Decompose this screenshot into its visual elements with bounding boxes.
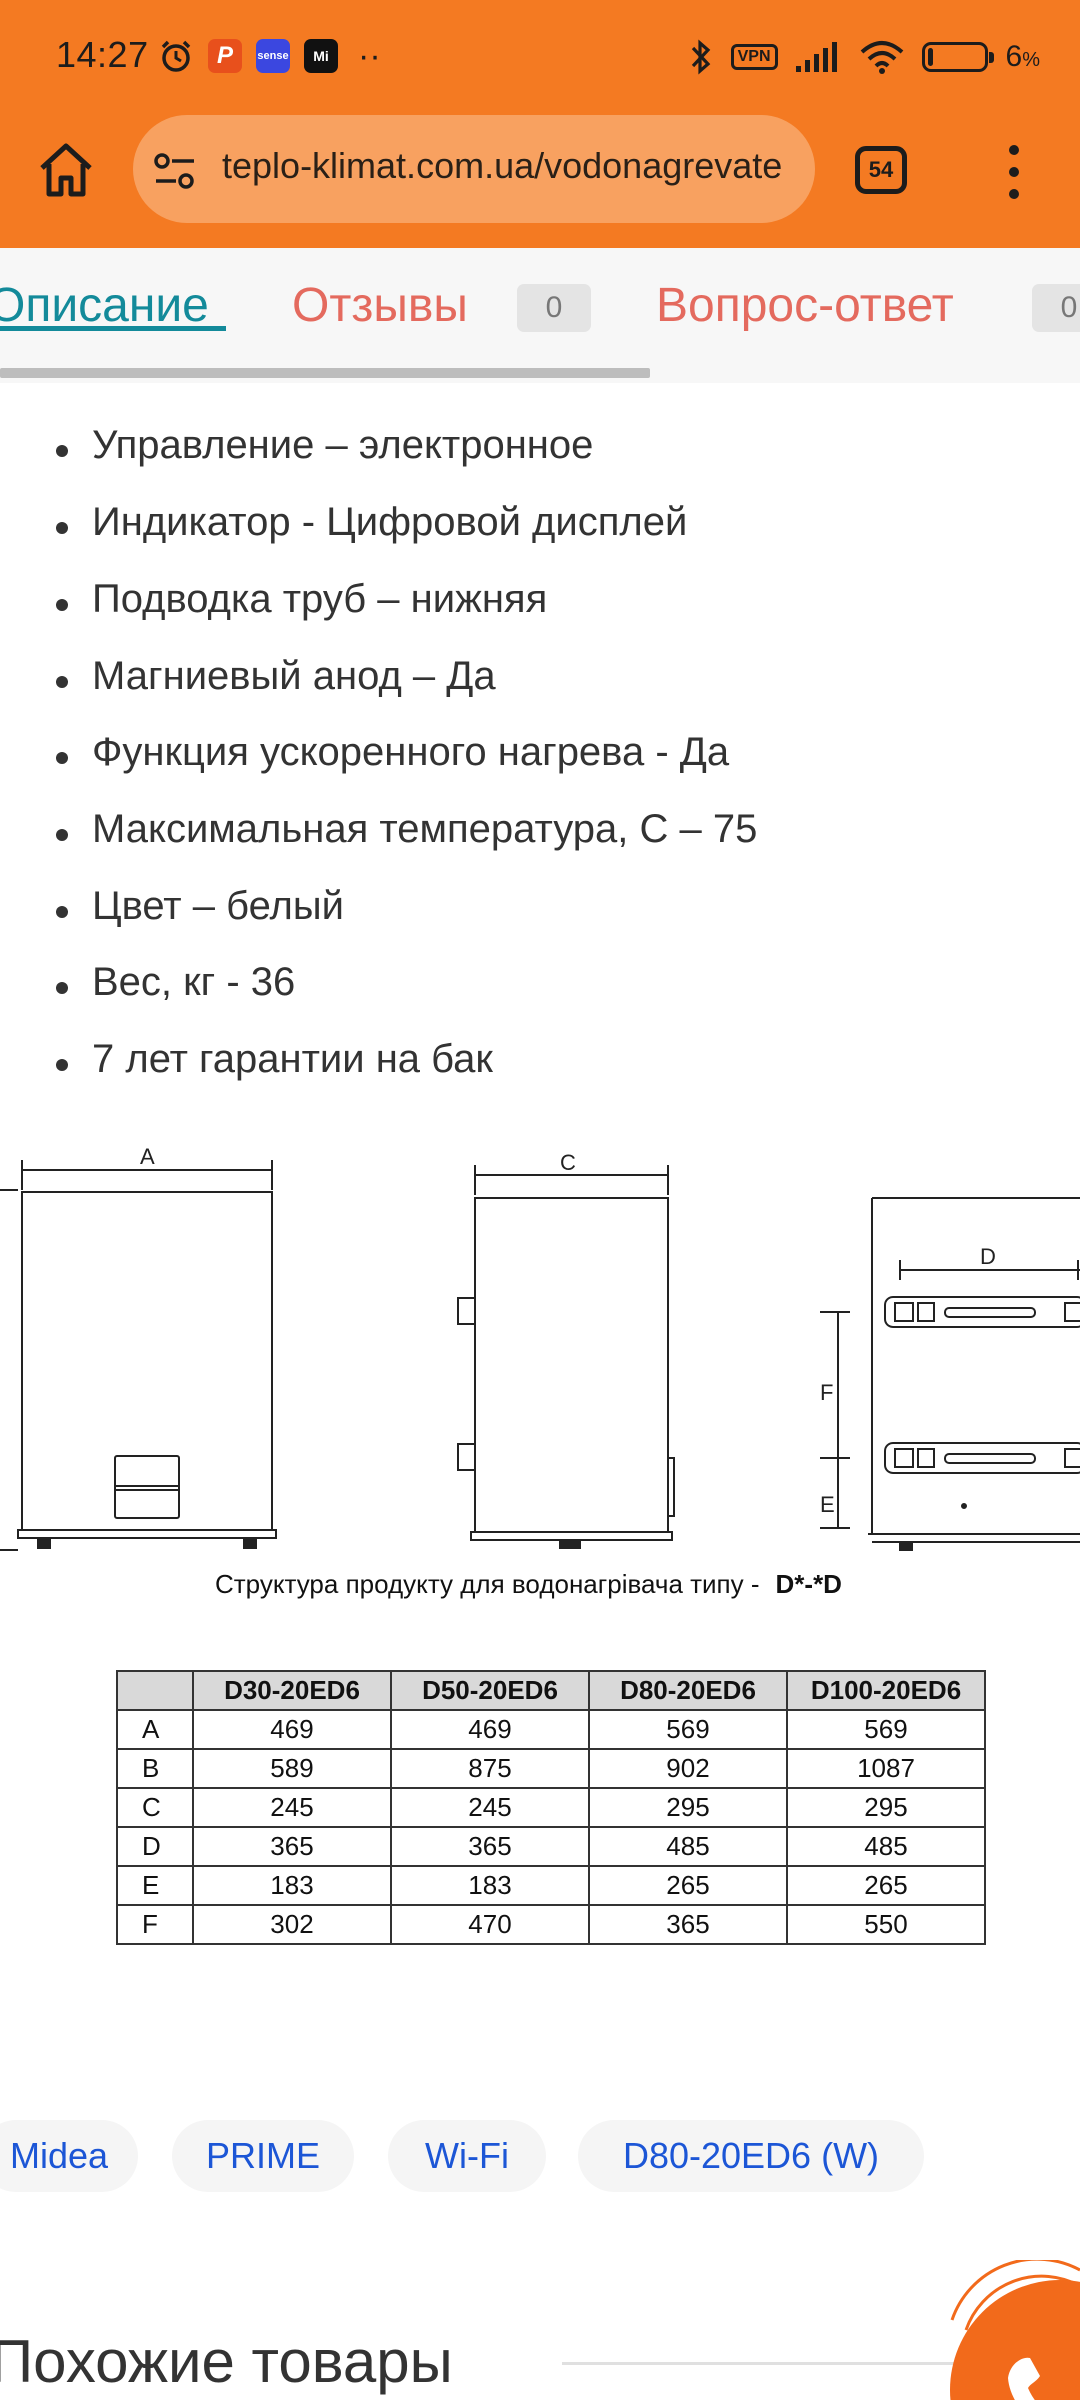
table-cell: 302	[192, 1904, 392, 1945]
more-notifications-icon: ··	[358, 37, 381, 75]
call-button[interactable]	[930, 2260, 1080, 2400]
tab-reviews[interactable]: Отзывы	[292, 279, 468, 332]
alarm-icon	[161, 40, 191, 72]
spec-item: Подводка труб – нижняя	[55, 577, 548, 621]
status-time: 14:27	[56, 34, 149, 75]
table-cell: 485	[588, 1826, 788, 1867]
dimension-label-a: A	[140, 1144, 155, 1169]
home-icon[interactable]	[34, 138, 98, 202]
table-cell: 569	[786, 1709, 986, 1750]
table-cell: 365	[390, 1826, 590, 1867]
vpn-icon: VPN	[730, 44, 778, 70]
product-tabs: Описание Отзывы 0 Вопрос-ответ 0	[0, 248, 1080, 383]
dimension-label-e: E	[820, 1492, 835, 1517]
table-row-label: F	[116, 1904, 194, 1945]
table-header-cell	[116, 1670, 194, 1711]
table-cell: 295	[588, 1787, 788, 1828]
site-settings-icon[interactable]	[152, 148, 198, 194]
table-row: B 589 875 902 1087	[116, 1748, 986, 1789]
similar-products-title: Похожие товары	[0, 2328, 453, 2395]
table-row-label: A	[116, 1709, 194, 1750]
sense-app-icon: sense	[256, 39, 290, 73]
diagram-caption: Структура продукту для водонагрівача тип…	[215, 1569, 842, 1600]
table-cell: 469	[390, 1709, 590, 1750]
tag-midea[interactable]: Midea	[0, 2120, 138, 2192]
browser-top-bar: 14:27 P sense Mi ·· VPN	[0, 0, 1080, 248]
status-system-icons: VPN 6%	[689, 38, 1040, 76]
tag-prime[interactable]: PRIME	[172, 2120, 354, 2192]
status-app-icons: P sense Mi ··	[158, 38, 381, 74]
table-cell: 183	[390, 1865, 590, 1906]
table-cell: 589	[192, 1748, 392, 1789]
table-header-cell: D50-20ED6	[390, 1670, 590, 1711]
table-header-row: D30-20ED6 D50-20ED6 D80-20ED6 D100-20ED6	[116, 1670, 986, 1711]
signal-icon	[795, 42, 837, 72]
reviews-count-badge: 0	[517, 284, 591, 332]
table-cell: 469	[192, 1709, 392, 1750]
diagram-caption-text: Структура продукту для водонагрівача тип…	[215, 1569, 760, 1599]
mi-app-icon: Mi	[304, 39, 338, 73]
table-row-label: B	[116, 1748, 194, 1789]
table-header-cell: D80-20ED6	[588, 1670, 788, 1711]
table-cell: 365	[192, 1826, 392, 1867]
spec-item: Цвет – белый	[56, 884, 344, 928]
spec-item: Управление – электронное	[55, 423, 594, 467]
table-cell: 875	[390, 1748, 590, 1789]
spec-item: Магниевый анод – Да	[56, 654, 496, 698]
table-cell: 550	[786, 1904, 986, 1945]
table-cell: 365	[588, 1904, 788, 1945]
table-row-label: C	[116, 1787, 194, 1828]
table-row: E 183 183 265 265	[116, 1865, 986, 1906]
table-header-cell: D30-20ED6	[192, 1670, 392, 1711]
wifi-icon	[860, 41, 903, 74]
diagram-caption-type: D*-*D	[775, 1569, 842, 1599]
tabs-scrollbar[interactable]	[0, 368, 650, 378]
product-structure-diagram: A C D F E	[0, 1144, 1080, 1551]
address-bar[interactable]	[133, 115, 815, 223]
table-cell: 183	[192, 1865, 392, 1906]
tab-description[interactable]: Описание	[0, 279, 209, 332]
battery-percent: 6%	[1005, 40, 1040, 73]
spec-item: 7 лет гарантии на бак	[56, 1037, 493, 1081]
status-bar: 14:27 P sense Mi ·· VPN	[0, 0, 1080, 116]
section-divider	[562, 2362, 982, 2365]
table-cell: 265	[786, 1865, 986, 1906]
dimension-label-f: F	[820, 1380, 833, 1405]
table-cell: 569	[588, 1709, 788, 1750]
table-cell: 265	[588, 1865, 788, 1906]
table-cell: 245	[192, 1787, 392, 1828]
table-cell: 902	[588, 1748, 788, 1789]
table-row: A 469 469 569 569	[116, 1709, 986, 1750]
tag-model[interactable]: D80-20ED6 (W)	[578, 2120, 924, 2192]
questions-count-badge: 0	[1032, 284, 1080, 332]
table-cell: 295	[786, 1787, 986, 1828]
tab-questions[interactable]: Вопрос-ответ	[656, 279, 954, 332]
phone-icon	[1008, 2357, 1040, 2400]
table-row-label: D	[116, 1826, 194, 1867]
table-cell: 470	[390, 1904, 590, 1945]
table-header-cell: D100-20ED6	[786, 1670, 986, 1711]
dimension-label-c: C	[560, 1150, 576, 1175]
active-tab-indicator	[0, 326, 226, 331]
table-row: D 365 365 485 485	[116, 1826, 986, 1867]
spec-item: Функция ускоренного нагрева - Да	[55, 730, 730, 774]
dimension-label-d: D	[980, 1244, 996, 1269]
spec-item: Вес, кг - 36	[55, 960, 296, 1004]
bluetooth-icon	[691, 39, 710, 75]
table-row-label: E	[116, 1865, 194, 1906]
table-row: C 245 245 295 295	[116, 1787, 986, 1828]
p-app-icon: P	[208, 39, 242, 73]
tag-wifi[interactable]: Wi-Fi	[388, 2120, 546, 2192]
table-cell: 485	[786, 1826, 986, 1867]
url-text[interactable]: teplo-klimat.com.ua/vodonagrevate	[222, 145, 783, 186]
battery-icon	[921, 42, 994, 72]
browser-menu-icon[interactable]	[1000, 140, 1028, 204]
dimension-table: D30-20ED6 D50-20ED6 D80-20ED6 D100-20ED6…	[116, 1670, 986, 1945]
spec-item: Индикатор - Цифровой дисплей	[55, 500, 688, 544]
table-row: F 302 470 365 550	[116, 1904, 986, 1945]
spec-item: Максимальная температура, С – 75	[55, 807, 758, 851]
tab-switcher-button[interactable]: 54	[855, 146, 907, 194]
table-cell: 245	[390, 1787, 590, 1828]
table-cell: 1087	[786, 1748, 986, 1789]
